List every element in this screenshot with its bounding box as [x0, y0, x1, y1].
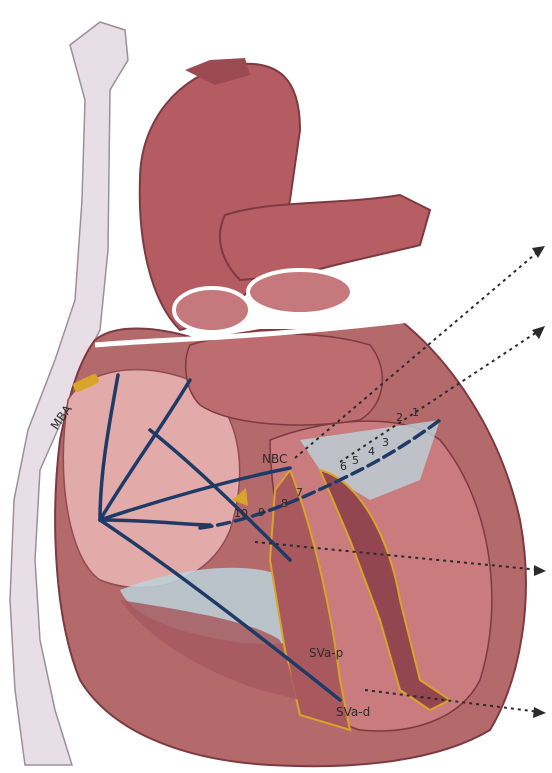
label-sva-d: SVa-d	[336, 705, 370, 719]
pathway-number-8: 8	[281, 497, 288, 510]
pathway-number-5: 5	[352, 454, 359, 467]
valve-ring-right	[248, 270, 352, 314]
pathway-number-4: 4	[368, 445, 375, 458]
pathway-number-3: 3	[382, 436, 389, 449]
valve-ring-left	[174, 288, 250, 332]
pathway-number-6: 6	[340, 460, 347, 473]
pathway-number-7: 7	[296, 486, 303, 499]
pathway-number-1: 1	[412, 406, 419, 419]
label-nbc: NBC	[262, 452, 287, 466]
label-sva-p: SVa-p	[309, 646, 343, 660]
pathway-number-10: 10	[234, 507, 248, 520]
atrial-myocardium	[186, 334, 383, 425]
pathway-number-2: 2	[396, 411, 403, 424]
pathway-number-9: 9	[258, 506, 265, 519]
